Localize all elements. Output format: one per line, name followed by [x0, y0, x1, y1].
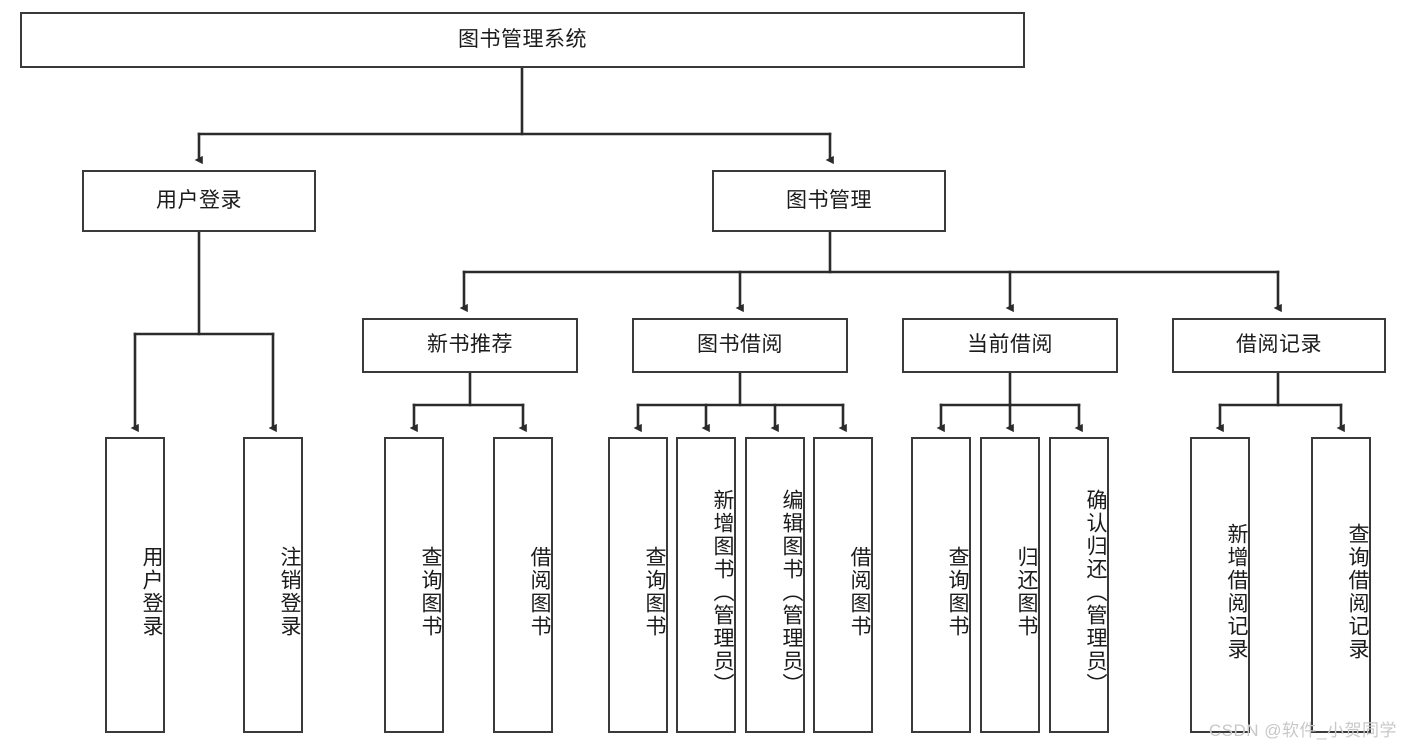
node-user-login-label: 用户登录 — [156, 188, 242, 212]
leaf-return-book-label: 归还图书 — [1015, 546, 1038, 638]
node-book-borrow[interactable]: 图书借阅 — [632, 318, 848, 373]
node-current-borrow[interactable]: 当前借阅 — [902, 318, 1118, 373]
node-user-login[interactable]: 用户登录 — [82, 170, 316, 232]
leaf-edit-book-admin-label: 编辑图书（管理员） — [780, 488, 803, 696]
leaf-query-book-borrow-label: 查询图书 — [643, 546, 666, 638]
leaf-query-book-current[interactable]: 查询图书 — [911, 437, 971, 733]
leaf-add-book-admin-label: 新增图书（管理员） — [711, 488, 734, 696]
leaf-query-book-newbook-label: 查询图书 — [419, 546, 442, 638]
leaf-add-book-admin[interactable]: 新增图书（管理员） — [676, 437, 736, 733]
leaf-query-book-borrow[interactable]: 查询图书 — [608, 437, 668, 733]
node-new-book-recommend-label: 新书推荐 — [427, 333, 513, 357]
leaf-borrow-book[interactable]: 借阅图书 — [813, 437, 873, 733]
leaf-user-login-label: 用户登录 — [140, 546, 163, 638]
leaf-confirm-return-admin-label: 确认归还（管理员） — [1084, 488, 1107, 696]
node-borrow-records[interactable]: 借阅记录 — [1172, 318, 1386, 373]
leaf-logout-label: 注销登录 — [278, 546, 301, 638]
leaf-confirm-return-admin[interactable]: 确认归还（管理员） — [1049, 437, 1109, 733]
leaf-logout[interactable]: 注销登录 — [243, 437, 303, 733]
leaf-borrow-book-newbook-label: 借阅图书 — [528, 546, 551, 638]
node-book-borrow-label: 图书借阅 — [697, 333, 783, 357]
node-root-label: 图书管理系统 — [458, 27, 587, 51]
leaf-borrow-book-label: 借阅图书 — [848, 546, 871, 638]
watermark-text: CSDN @软件_小贺同学 — [1208, 721, 1397, 740]
leaf-query-book-newbook[interactable]: 查询图书 — [384, 437, 444, 733]
leaf-query-borrow-record-label: 查询借阅记录 — [1346, 523, 1369, 661]
leaf-borrow-book-newbook[interactable]: 借阅图书 — [493, 437, 553, 733]
node-new-book-recommend[interactable]: 新书推荐 — [362, 318, 578, 373]
leaf-user-login[interactable]: 用户登录 — [105, 437, 165, 733]
node-current-borrow-label: 当前借阅 — [967, 333, 1053, 357]
leaf-query-borrow-record[interactable]: 查询借阅记录 — [1311, 437, 1371, 733]
node-book-management[interactable]: 图书管理 — [712, 170, 946, 232]
leaf-return-book[interactable]: 归还图书 — [980, 437, 1040, 733]
leaf-edit-book-admin[interactable]: 编辑图书（管理员） — [745, 437, 805, 733]
node-book-management-label: 图书管理 — [786, 188, 872, 212]
leaf-add-borrow-record-label: 新增借阅记录 — [1225, 523, 1248, 661]
leaf-query-book-current-label: 查询图书 — [946, 546, 969, 638]
node-borrow-records-label: 借阅记录 — [1236, 333, 1322, 357]
leaf-add-borrow-record[interactable]: 新增借阅记录 — [1190, 437, 1250, 733]
node-root[interactable]: 图书管理系统 — [20, 12, 1025, 68]
